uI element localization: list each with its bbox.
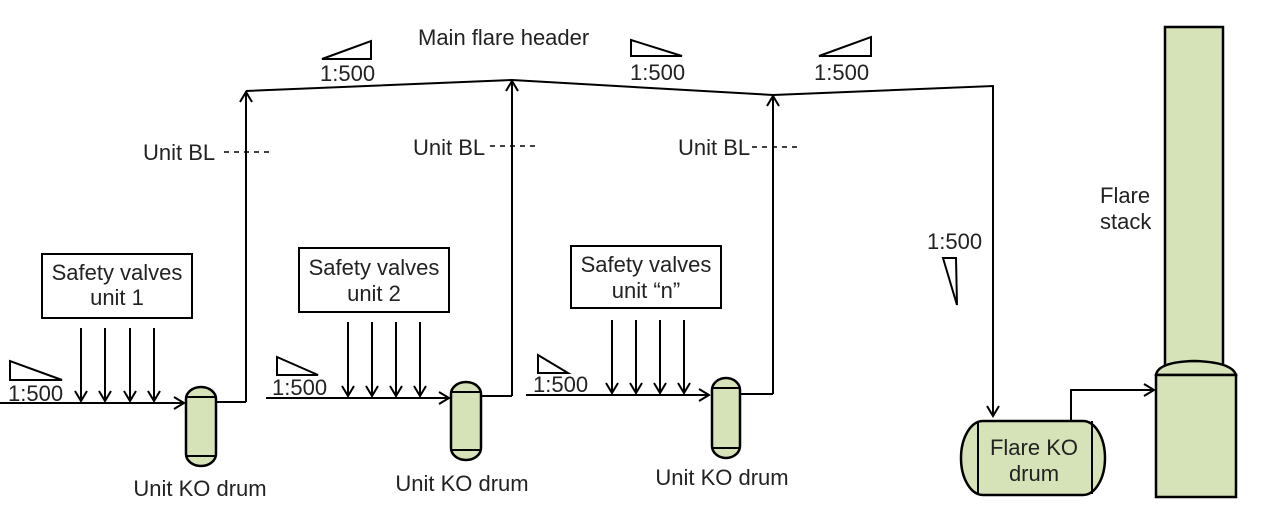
- slope-triangle-icon: [941, 257, 958, 306]
- slope-triangle-icon: [276, 355, 319, 376]
- slope-triangle-icon: [321, 39, 372, 60]
- slope-triangle-icon: [9, 359, 63, 381]
- flare-ko-drum-label: Flare KO: [990, 435, 1078, 460]
- flare-stack-label: Flare: [1100, 183, 1150, 208]
- slope-triangle-icon: [537, 353, 572, 374]
- header-slope-1: 1:500: [320, 39, 375, 86]
- unit-n: Unit BL Safety valves unit “n” 1:500 Uni…: [526, 94, 802, 490]
- safety-valves-box: [298, 247, 450, 313]
- flare-stack-label-2: stack: [1100, 209, 1152, 234]
- slope-label: 1:500: [814, 60, 869, 85]
- flare-ko-drum-label-2: drum: [1009, 461, 1059, 486]
- pipe-line: [1070, 383, 1156, 421]
- unit-ko-drum: [449, 380, 483, 462]
- slope-label: 1:500: [320, 61, 375, 86]
- flare-ko-drum-vessel: [959, 419, 1107, 497]
- unit-2: Unit BL Safety valves unit 2 1:500 Unit …: [266, 79, 540, 496]
- safety-valves-label: Safety valves: [581, 252, 712, 277]
- flare-stack-upper: [1163, 25, 1225, 374]
- main-header-label: Main flare header: [418, 25, 589, 50]
- safety-valves-unit-label: unit 2: [347, 281, 401, 306]
- safety-valves-label: Safety valves: [309, 255, 440, 280]
- header-slope-3: 1:500: [814, 35, 872, 85]
- safety-valves-label: Safety valves: [52, 260, 183, 285]
- slope-label: 1:500: [272, 375, 327, 400]
- unit-ko-drum-label: Unit KO drum: [133, 476, 266, 501]
- slope-label: 1:500: [927, 229, 982, 254]
- downcomer-slope: 1:500: [927, 229, 982, 306]
- unit-ko-drum-label: Unit KO drum: [655, 465, 788, 490]
- unit-ko-drum: [184, 385, 218, 468]
- slope-label: 1:500: [533, 372, 588, 397]
- safety-valves-box: [570, 245, 722, 309]
- slope-label: 1:500: [630, 60, 685, 85]
- slope-label: 1:500: [8, 381, 63, 406]
- flare-ko-drum: Flare KO drum: [959, 383, 1156, 497]
- unit-bl-label: Unit BL: [678, 135, 750, 160]
- slope-triangle-icon: [630, 38, 683, 57]
- safety-valves-box: [41, 253, 193, 319]
- safety-valves-unit-label: unit 1: [90, 285, 144, 310]
- unit-bl-label: Unit BL: [143, 140, 215, 165]
- flare-stack-base: [1154, 373, 1238, 499]
- safety-valves-unit-label: unit “n”: [612, 278, 680, 303]
- unit-1: Unit BL Safety valves unit 1 1:500 Unit …: [0, 90, 272, 501]
- unit-ko-drum-label: Unit KO drum: [395, 471, 528, 496]
- unit-ko-drum: [710, 376, 742, 460]
- unit-bl-label: Unit BL: [413, 135, 485, 160]
- flare-stack: Flare stack: [1100, 25, 1238, 499]
- header-slope-2: 1:500: [630, 38, 685, 85]
- flare-stack-transition: [1154, 359, 1238, 377]
- slope-triangle-icon: [818, 35, 872, 57]
